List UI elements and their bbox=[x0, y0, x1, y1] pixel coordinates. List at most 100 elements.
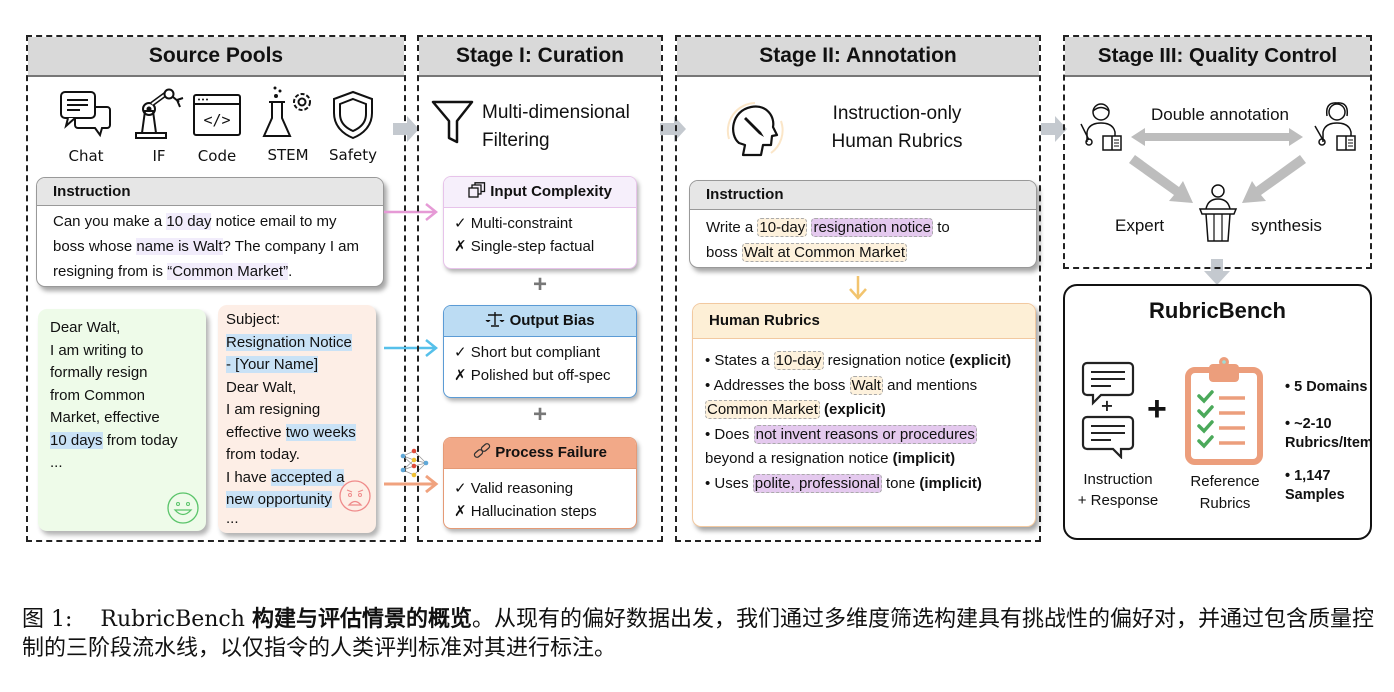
rubricbench-box: RubricBench + + Instruction + Response R… bbox=[1063, 284, 1373, 540]
instruction-text: to bbox=[933, 219, 950, 236]
tag-explicit: 10-day bbox=[773, 351, 824, 370]
stage1-subtitle-line2: Filtering bbox=[482, 130, 550, 151]
stage3-panel: Stage III: Quality Control Double annota… bbox=[1063, 35, 1372, 269]
source-pools-panel: Source Pools </> Chat IF Code STEM bbox=[26, 35, 406, 542]
rubric-text: resignation notice bbox=[823, 352, 950, 369]
chosen-line: from Common bbox=[50, 386, 146, 404]
arrow-to-output-bias bbox=[384, 339, 439, 357]
stage1-subtitle-line1: Multi-dimensional bbox=[482, 102, 630, 123]
instruction-text: . bbox=[288, 263, 293, 280]
caption-label: 图 1: bbox=[22, 607, 73, 632]
rejected-highlight: accepted a bbox=[271, 468, 345, 486]
rubric-text: beyond a resignation notice bbox=[705, 450, 893, 467]
filter-fail: Polished but off-spec bbox=[470, 367, 611, 384]
shield-icon bbox=[333, 90, 373, 140]
instruction-text: Can you make a bbox=[53, 213, 167, 230]
rubric-text: • States a bbox=[705, 352, 774, 369]
chosen-line: Dear Walt, bbox=[50, 319, 121, 336]
neural-network-icon bbox=[400, 448, 429, 478]
domain-label-stem: STEM bbox=[267, 146, 309, 164]
rubric-kind: (explicit) bbox=[949, 352, 1012, 369]
stage1-panel: Stage I: Curation Multi-dimensional Filt… bbox=[417, 35, 663, 542]
filter-process-failure-head: Process Failure bbox=[444, 438, 636, 469]
check-icon: ✓ bbox=[454, 344, 467, 361]
stage2-subtitle: Instruction-only Human Rubrics bbox=[807, 100, 987, 156]
expert-label: Expert bbox=[1115, 216, 1165, 235]
chosen-highlight: 10 days bbox=[50, 431, 103, 449]
svg-text:+: + bbox=[1100, 396, 1113, 415]
code-window-icon: </> bbox=[193, 94, 241, 136]
head-pencil-icon bbox=[726, 102, 784, 157]
plus-sign: + bbox=[532, 401, 547, 428]
filter-pass: Short but compliant bbox=[470, 344, 600, 361]
stacked-squares-icon bbox=[468, 182, 486, 198]
arrow-to-process-failure bbox=[384, 474, 439, 494]
rubric-item: • Addresses the boss Walt and mentions C… bbox=[705, 374, 1023, 423]
source-pools-title: Source Pools bbox=[28, 37, 404, 77]
filter-input-complexity-head: Input Complexity bbox=[444, 177, 636, 208]
chosen-line: formally resign bbox=[50, 364, 148, 381]
instruction-text: Write a bbox=[706, 219, 758, 236]
rejected-line: effective bbox=[226, 423, 286, 441]
rubric-text: • Uses bbox=[705, 474, 753, 492]
plus-icon: + bbox=[1147, 390, 1167, 428]
human-rubrics-card: Human Rubrics • States a 10-day resignat… bbox=[692, 303, 1036, 527]
rejected-line: I am resigning bbox=[226, 401, 321, 418]
tag-implicit: polite, professional bbox=[752, 473, 882, 493]
chosen-line: from today bbox=[102, 431, 178, 449]
rejected-line: Dear Walt, bbox=[226, 378, 297, 396]
rubric-text: tone bbox=[881, 474, 920, 492]
rubric-item: • Uses polite, professional tone (implic… bbox=[705, 472, 1023, 497]
instruction-highlight: 10 day bbox=[166, 213, 212, 230]
rubric-text: • Addresses the boss bbox=[705, 376, 850, 394]
double-annotation-label: Double annotation bbox=[1150, 105, 1289, 124]
filter-title: Process Failure bbox=[495, 444, 607, 461]
rubric-kind: (explicit) bbox=[824, 401, 886, 418]
tag-explicit: Walt at Common Market bbox=[741, 243, 908, 262]
instruction-response-label: Instruction + Response bbox=[1073, 469, 1163, 511]
figure-caption: 图 1: RubricBench 构建与评估情景的概览。从现有的偏好数据出发，我… bbox=[22, 605, 1382, 663]
stat-rubrics-per-item-cont: Rubrics/Item bbox=[1285, 435, 1373, 451]
rejected-highlight: two weeks bbox=[285, 423, 356, 441]
filter-fail: Hallucination steps bbox=[470, 503, 597, 520]
filter-fail: Single-step factual bbox=[470, 238, 595, 255]
chosen-line: Market, effective bbox=[50, 409, 160, 426]
instruction-highlight: name is Walt bbox=[136, 238, 223, 255]
rejected-subject-label: Subject: bbox=[226, 311, 281, 328]
scales-icon bbox=[485, 312, 505, 327]
annotator-female-icon bbox=[1314, 102, 1356, 151]
rejected-line: I have bbox=[226, 468, 272, 486]
flow-arrow-stage3-to-bench bbox=[1204, 259, 1230, 285]
filter-process-failure: Process Failure ✓ Valid reasoning ✗ Hall… bbox=[443, 437, 637, 529]
funnel-icon bbox=[431, 100, 474, 144]
stage1-title: Stage I: Curation bbox=[419, 37, 661, 77]
stage3-title: Stage III: Quality Control bbox=[1065, 37, 1370, 77]
stat-samples-cont: Samples bbox=[1285, 487, 1345, 503]
stage2-title: Stage II: Annotation bbox=[677, 37, 1039, 77]
cross-icon: ✗ bbox=[454, 367, 467, 384]
reference-rubrics-label: Reference Rubrics bbox=[1177, 471, 1273, 515]
synthesis-label: synthesis bbox=[1251, 216, 1322, 235]
flow-arrow-source-to-stage1 bbox=[393, 116, 419, 142]
happy-face-icon bbox=[167, 492, 199, 524]
tag-explicit: Walt bbox=[849, 375, 883, 395]
stat-domains: • 5 Domains bbox=[1285, 379, 1368, 395]
filter-output-bias: Output Bias ✓ Short but compliant ✗ Poli… bbox=[443, 305, 637, 398]
instruction-response-icon: + bbox=[1081, 361, 1135, 459]
stat-rubrics-per-item: • ~2-10 bbox=[1285, 416, 1332, 432]
filter-pass: Valid reasoning bbox=[470, 480, 574, 497]
annotation-instruction-card: Instruction Write a 10-day resignation n… bbox=[689, 180, 1037, 268]
rubric-text: and mentions bbox=[882, 376, 978, 394]
label-line: Instruction bbox=[1083, 471, 1153, 488]
stage1-subtitle: Multi-dimensional Filtering bbox=[482, 99, 630, 155]
cross-icon: ✗ bbox=[454, 238, 467, 255]
flow-arrow-stage1-to-stage2 bbox=[660, 116, 686, 142]
double-arrow-icon bbox=[1131, 128, 1303, 146]
converge-arrow-right bbox=[1242, 155, 1306, 203]
flow-arrow-stage2-to-stage3 bbox=[1041, 116, 1067, 142]
chat-bubbles-icon bbox=[60, 91, 111, 138]
tag-explicit: Common Market bbox=[705, 400, 820, 419]
instruction-text: ? The company I am resigning from is bbox=[53, 238, 359, 280]
domain-label-if: IF bbox=[152, 147, 166, 165]
clipboard-checklist-icon bbox=[1185, 357, 1263, 465]
